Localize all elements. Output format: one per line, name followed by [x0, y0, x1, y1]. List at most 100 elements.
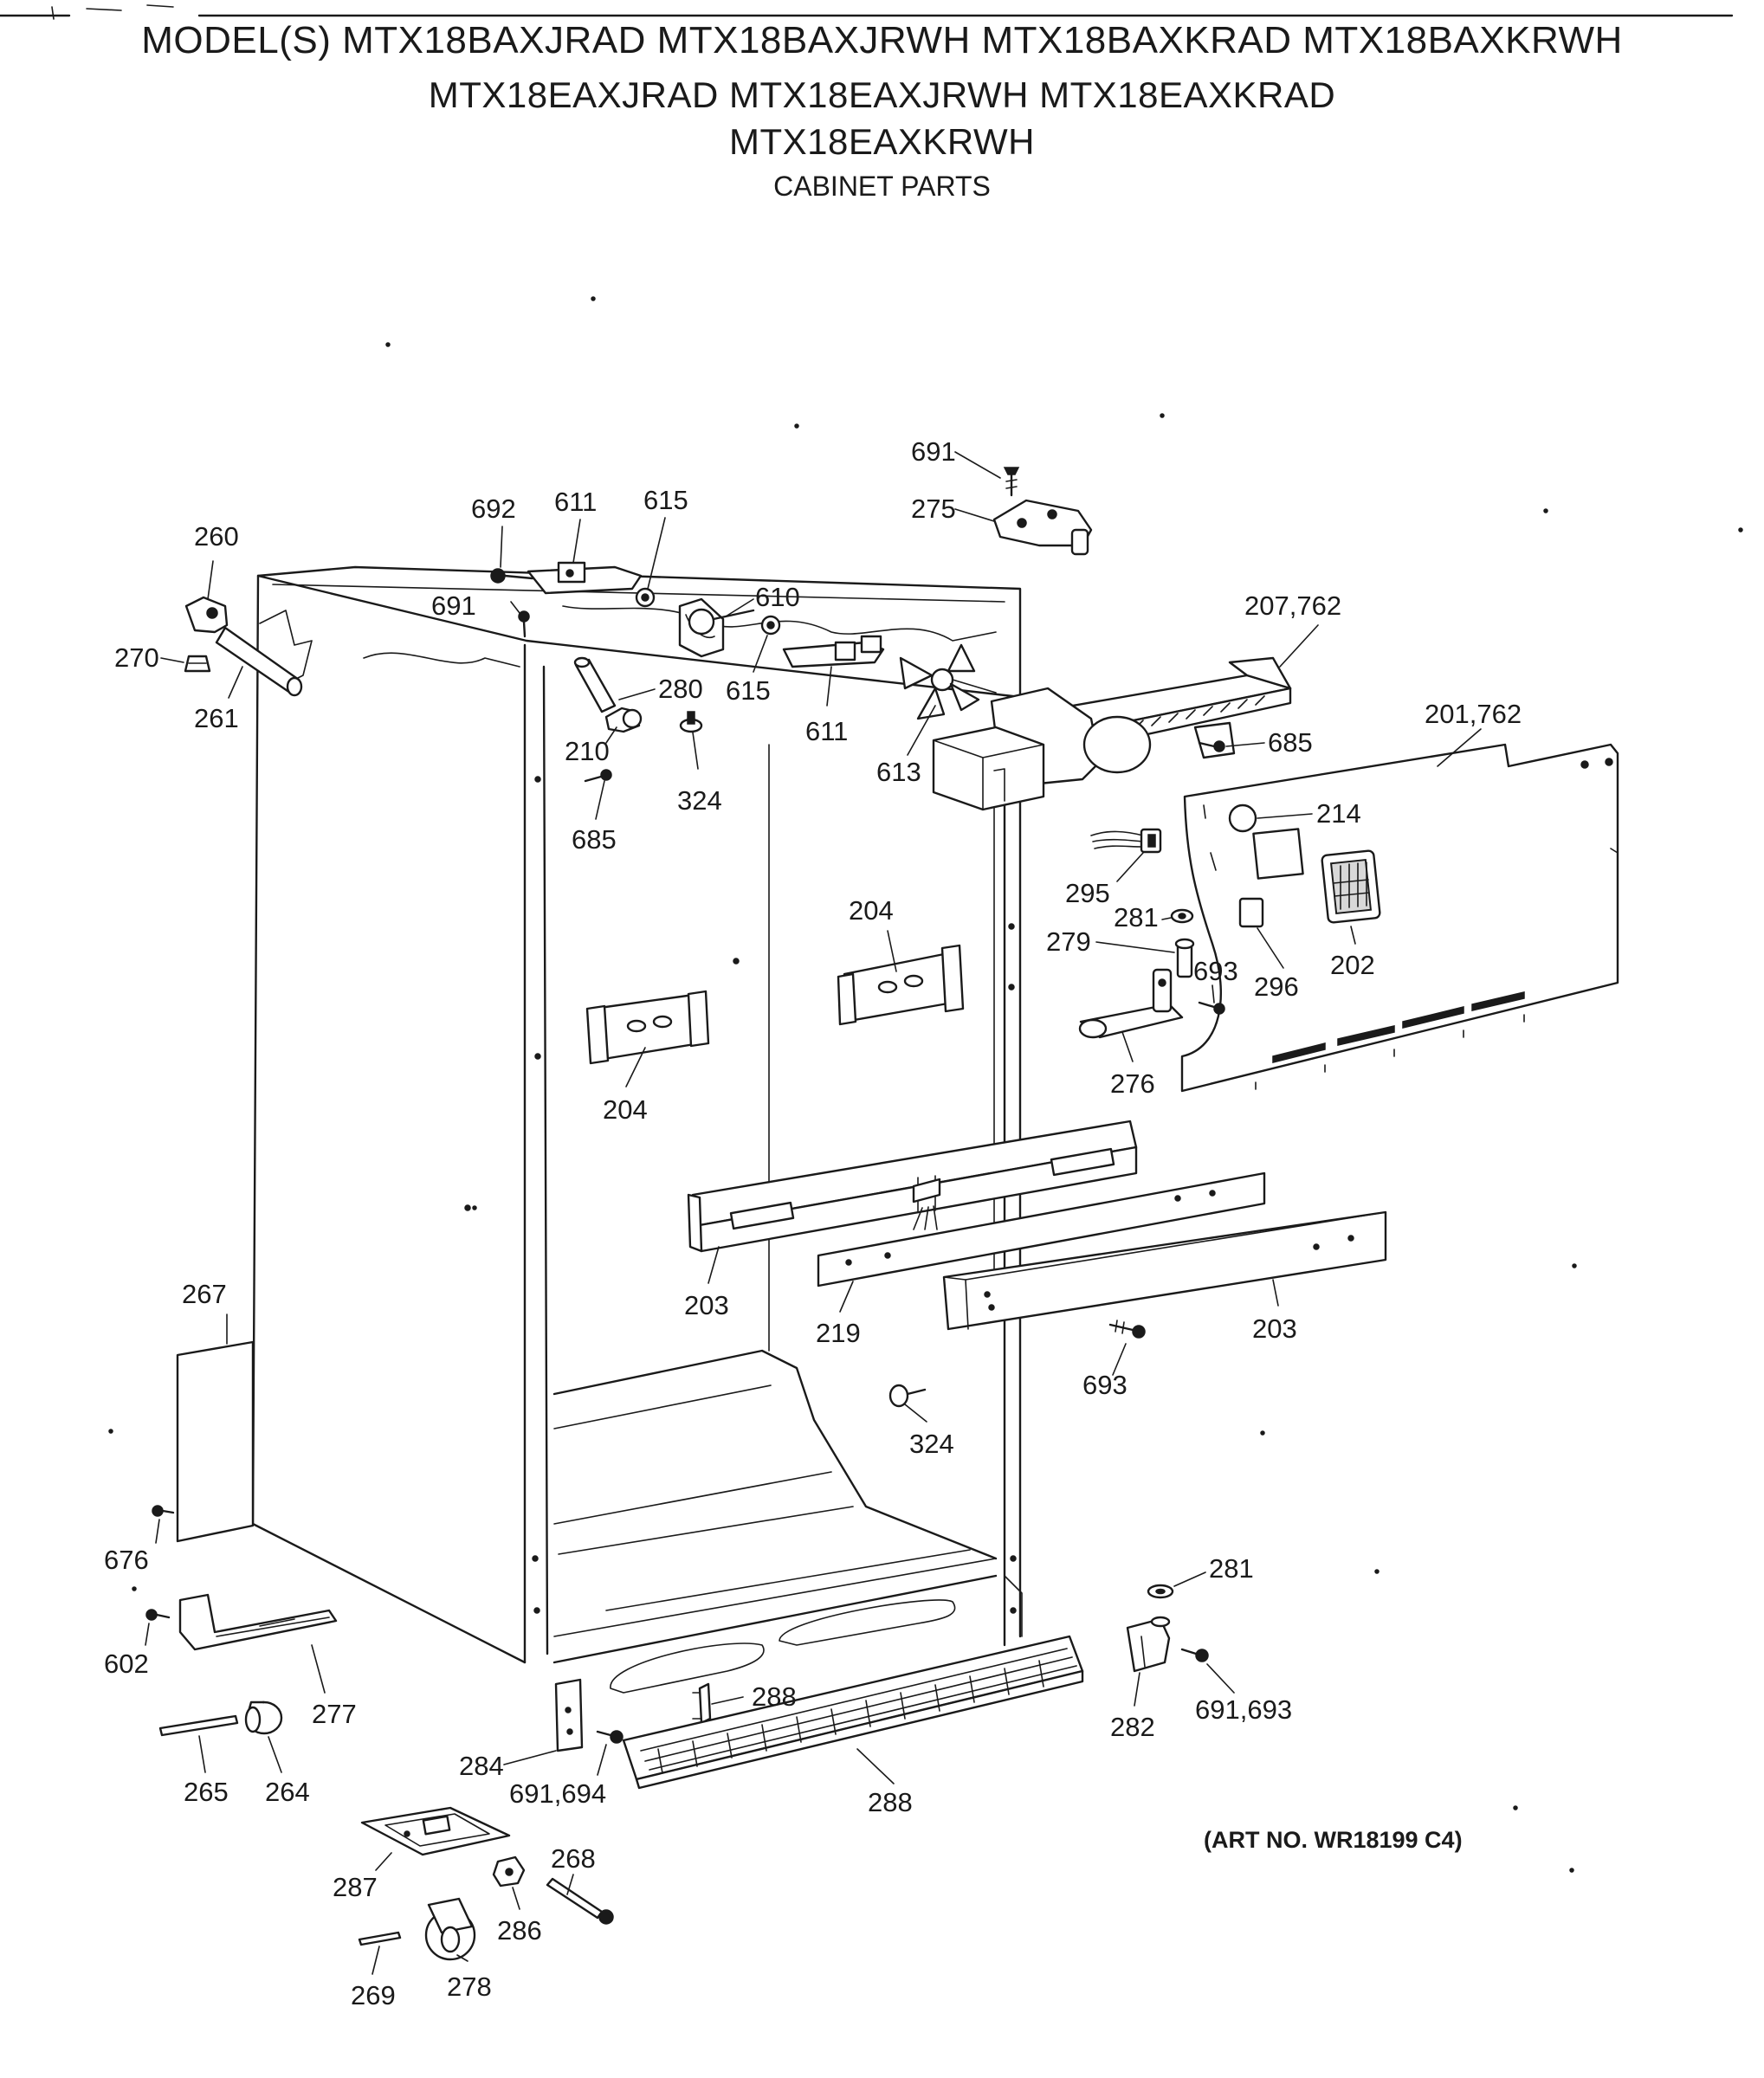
- callout-261: 261: [194, 703, 239, 733]
- screw-part-693-panel: [1198, 1001, 1225, 1015]
- callout-277: 277: [312, 1699, 357, 1729]
- callout-295: 295: [1065, 878, 1110, 908]
- top-border: [0, 4, 1734, 20]
- callout-264: 264: [265, 1777, 310, 1807]
- callout-281-lower: 281: [1209, 1553, 1254, 1584]
- callout-275: 275: [911, 494, 956, 524]
- callout-324-lower: 324: [909, 1429, 954, 1459]
- callout-324-top: 324: [677, 785, 722, 816]
- callout-203-lower: 203: [1252, 1313, 1297, 1344]
- bracket-part-204-right: [837, 944, 965, 1026]
- callout-685-right: 685: [1268, 727, 1313, 758]
- callout-611-mid: 611: [805, 716, 848, 746]
- callout-693-panel: 693: [1193, 956, 1238, 986]
- screw-part-691-693-lower: [1180, 1648, 1209, 1662]
- screw-part-693-rail: [1108, 1320, 1146, 1339]
- callout-210: 210: [565, 736, 610, 766]
- connector-part-260: [184, 596, 229, 634]
- rail-part-203-lower: [942, 1210, 1387, 1331]
- plug-part-324-top: [679, 711, 703, 733]
- callout-296: 296: [1254, 971, 1299, 1002]
- model-list-line-2: MTX18EAXJRAD MTX18EAXJRWH MTX18EAXKRAD: [428, 74, 1336, 115]
- callout-281-panel: 281: [1114, 902, 1159, 933]
- callout-676: 676: [104, 1545, 149, 1575]
- screw-part-691-left: [518, 610, 530, 638]
- pin-part-279: [1174, 938, 1195, 978]
- callout-610: 610: [755, 582, 800, 612]
- callout-288-grille: 288: [868, 1787, 913, 1817]
- callout-691-left: 691: [431, 590, 476, 621]
- bolt-part-268: [546, 1877, 614, 1925]
- grommet-part-270: [184, 655, 211, 673]
- scan-specks: [108, 296, 1743, 1873]
- callout-691-693-lower: 691,693: [1195, 1694, 1292, 1725]
- hinge-part-275: [992, 499, 1093, 556]
- callout-269: 269: [351, 1980, 396, 2010]
- fan-part-613: [899, 643, 997, 720]
- callout-268: 268: [551, 1843, 596, 1874]
- clip-part-288: [692, 1682, 712, 1725]
- callout-219: 219: [816, 1318, 861, 1348]
- screw-part-685-left: [584, 769, 612, 783]
- plate-part-287: [360, 1806, 511, 1856]
- callout-207-762: 207,762: [1244, 590, 1341, 621]
- callout-691-top: 691: [911, 436, 956, 467]
- diagram-subtitle: CABINET PARTS: [773, 171, 991, 202]
- bracket-part-611-top: [527, 561, 643, 595]
- model-list-line-1: MODEL(S) MTX18BAXJRAD MTX18BAXJRWH MTX18…: [141, 19, 1623, 61]
- panel-part-201: [1180, 743, 1619, 1093]
- callout-282: 282: [1110, 1712, 1155, 1742]
- callout-279: 279: [1046, 926, 1091, 957]
- rail-part-203-upper: [687, 1120, 1138, 1253]
- callout-265: 265: [184, 1777, 229, 1807]
- callout-267: 267: [182, 1279, 227, 1309]
- screw-part-676: [152, 1505, 175, 1517]
- washer-part-281-panel: [1170, 908, 1194, 924]
- callout-labels: 691 275 692 611 615 260 691 610 615 611 …: [104, 436, 1522, 2010]
- leader-lines: [145, 451, 1482, 1975]
- callout-693-rail: 693: [1082, 1370, 1128, 1400]
- callout-204-right: 204: [849, 895, 894, 926]
- wheel-part-278: [424, 1897, 476, 1961]
- wiring-part-295: [1090, 828, 1162, 854]
- tube-part-261: [215, 626, 303, 697]
- nut-part-615-mid: [760, 615, 781, 636]
- callout-260: 260: [194, 521, 239, 552]
- screw-part-602: [145, 1609, 171, 1621]
- bracket-part-204-left: [585, 990, 710, 1065]
- rod-part-280: [573, 656, 617, 713]
- bracket-part-277: [178, 1593, 338, 1651]
- callout-691-694: 691,694: [509, 1778, 606, 1809]
- model-list-line-3: MTX18EAXKRWH: [729, 121, 1035, 162]
- axle-part-265: [158, 1714, 239, 1737]
- callout-214: 214: [1316, 798, 1361, 829]
- plug-part-324-lower: [888, 1384, 927, 1408]
- screw-part-691-top: [1003, 467, 1020, 497]
- fan-housing-box: [932, 726, 1045, 811]
- hinge-part-276: [1078, 968, 1184, 1039]
- screw-part-692: [490, 568, 534, 584]
- callout-202: 202: [1330, 950, 1375, 980]
- callout-284: 284: [459, 1751, 504, 1781]
- cabinet-body: [251, 565, 1023, 1694]
- panel-part-267: [176, 1340, 255, 1543]
- motor-part-610: [678, 597, 755, 658]
- bracket-part-284: [554, 1678, 584, 1752]
- callout-280: 280: [658, 674, 703, 704]
- grille-part-288: [622, 1635, 1084, 1790]
- nut-part-615-top: [635, 587, 656, 608]
- callout-288-clip: 288: [752, 1681, 797, 1712]
- thermistor-part-210: [604, 707, 643, 733]
- callout-615-mid: 615: [726, 675, 771, 706]
- callout-685-left: 685: [572, 824, 617, 855]
- callout-201-762: 201,762: [1425, 699, 1522, 729]
- nut-part-286: [492, 1855, 526, 1888]
- leveler-part-282: [1126, 1616, 1171, 1673]
- callout-286: 286: [497, 1915, 542, 1946]
- callout-278: 278: [447, 1972, 492, 2002]
- callout-287: 287: [333, 1872, 378, 1902]
- screw-part-685-right: [1198, 740, 1225, 752]
- washer-part-281-lower: [1147, 1584, 1174, 1599]
- callout-613: 613: [876, 757, 921, 787]
